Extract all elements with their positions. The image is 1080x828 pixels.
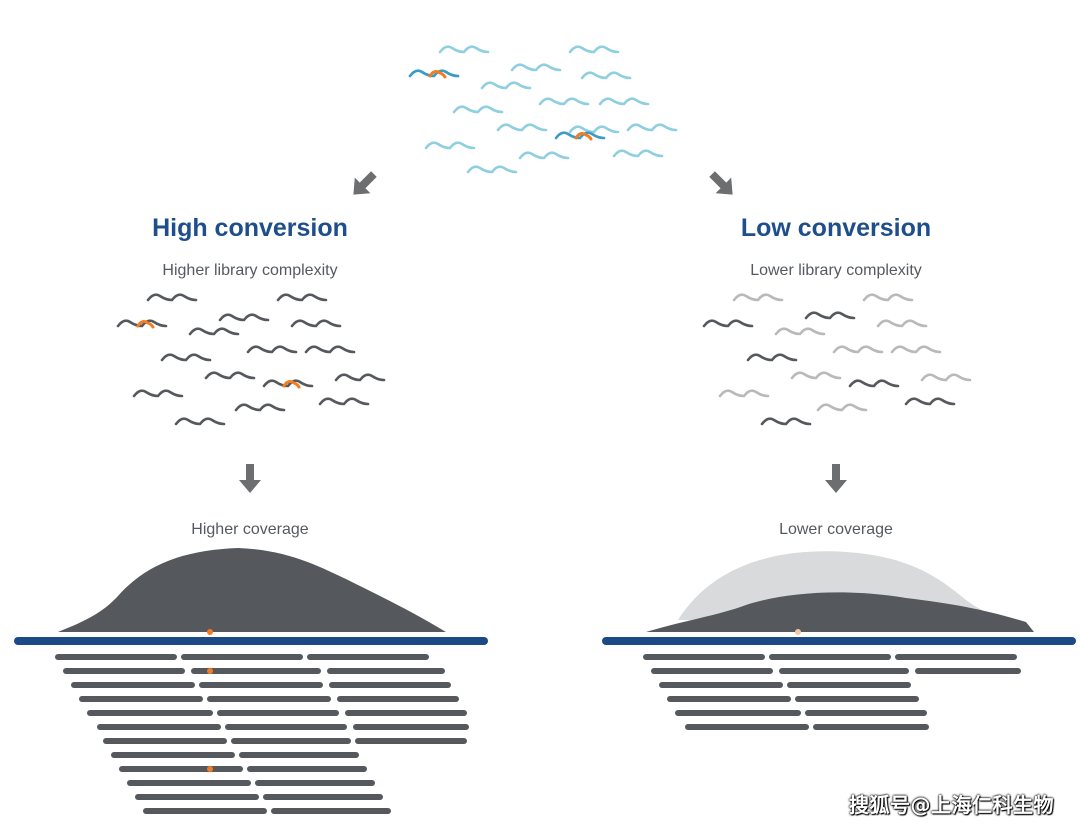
coverage-area — [58, 548, 446, 632]
converted-strand — [702, 319, 754, 328]
source-strand — [612, 149, 664, 158]
coverage-area — [646, 592, 1034, 632]
methyl-site-marker — [428, 70, 447, 79]
converted-strand — [116, 319, 168, 328]
low-conversion-title: Low conversion — [740, 214, 932, 242]
converted-strand — [746, 353, 798, 362]
arrow-to-low-conversion-shape — [709, 171, 733, 195]
converted-strand — [760, 417, 812, 426]
watermark-text: 搜狐号@上海仁科生物 — [849, 793, 1054, 817]
converted-strand — [276, 293, 328, 302]
converted-strand — [160, 353, 212, 362]
arrow-to-low-coverage-shape — [825, 464, 847, 493]
converted-strand — [204, 371, 256, 380]
source-strand — [598, 97, 650, 106]
unconverted-strand — [890, 345, 942, 354]
converted-strand — [146, 293, 198, 302]
methyl-site-marker — [574, 132, 593, 141]
high-coverage-plot — [14, 548, 488, 814]
converted-strand — [848, 379, 900, 388]
arrow-to-high-coverage — [239, 464, 261, 493]
methyl-site-marker — [207, 668, 213, 674]
high-coverage-label: Higher coverage — [191, 521, 309, 538]
source-strand — [424, 141, 476, 150]
unconverted-strand — [862, 293, 914, 302]
unconverted-strand — [732, 293, 784, 302]
source-strand-methylated — [408, 69, 460, 78]
unconverted-strand — [816, 403, 868, 412]
source-strand — [452, 105, 504, 114]
source-strand — [568, 45, 620, 54]
converted-strand — [246, 345, 298, 354]
low-complexity-label: Lower library complexity — [750, 262, 922, 279]
source-strand — [518, 151, 570, 160]
converted-strand — [218, 313, 270, 322]
high-complexity-label: Higher library complexity — [162, 262, 338, 279]
unconverted-strand — [774, 327, 826, 336]
source-strand — [496, 123, 548, 132]
methyl-site-marker — [136, 320, 155, 329]
high-conversion-library — [116, 293, 386, 426]
methyl-site-marker — [207, 766, 213, 772]
converted-strand — [904, 397, 956, 406]
unconverted-strand — [832, 345, 884, 354]
converted-strand — [188, 327, 240, 336]
methyl-site-marker — [795, 629, 801, 635]
converted-strand — [234, 403, 286, 412]
arrow-to-high-conversion-shape — [353, 171, 377, 195]
unconverted-strand — [790, 371, 842, 380]
unconverted-strand — [876, 319, 928, 328]
source-strand — [580, 71, 632, 80]
unconverted-strand — [718, 389, 770, 398]
low-conversion-library — [702, 293, 972, 426]
source-molecules — [408, 45, 678, 174]
source-strand — [510, 63, 562, 72]
arrow-to-high-coverage-shape — [239, 464, 261, 493]
converted-strand — [318, 397, 370, 406]
high-conversion-title: High conversion — [152, 214, 348, 242]
source-strand — [466, 165, 518, 174]
unconverted-strand — [920, 373, 972, 382]
converted-strand — [262, 379, 314, 388]
source-strand — [480, 81, 532, 90]
converted-strand — [334, 373, 386, 382]
source-strand — [538, 97, 590, 106]
arrow-to-high-conversion — [353, 171, 377, 195]
source-strand — [626, 123, 678, 132]
converted-strand — [132, 389, 184, 398]
low-coverage-plot — [602, 551, 1076, 730]
source-strand — [568, 125, 620, 134]
arrow-to-low-conversion — [709, 171, 733, 195]
low-coverage-label: Lower coverage — [779, 521, 893, 538]
converted-strand — [304, 345, 356, 354]
methyl-site-marker — [207, 629, 213, 635]
flow-arrows — [239, 171, 847, 493]
source-strand-methylated — [554, 131, 606, 140]
converted-strand — [804, 311, 856, 320]
arrow-to-low-coverage — [825, 464, 847, 493]
source-strand — [438, 45, 490, 54]
converted-strand — [174, 417, 226, 426]
methyl-site-marker — [282, 380, 301, 389]
converted-strand — [290, 319, 342, 328]
